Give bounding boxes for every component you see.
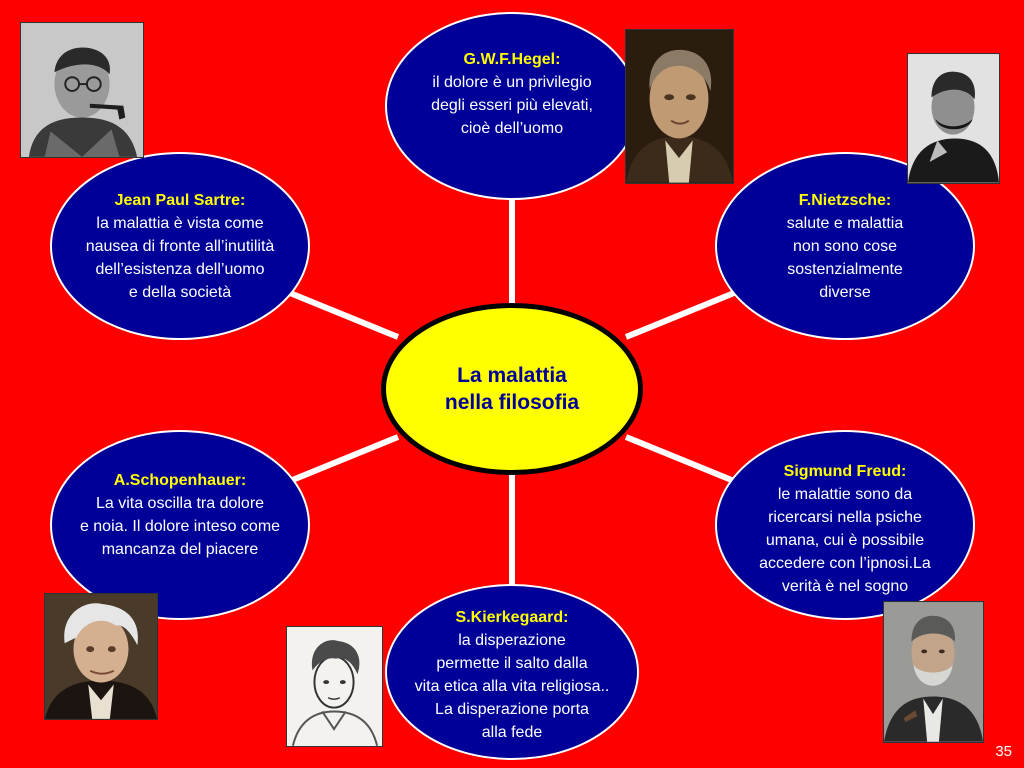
node-text-line: dell’esistenza dell’uomo	[95, 260, 265, 278]
portrait-sartre	[20, 22, 144, 158]
node-title: G.W.F.Hegel:	[463, 51, 561, 68]
node-text-line: degli esseri più elevati,	[431, 97, 593, 114]
node-title: A.Schopenhauer:	[113, 472, 247, 489]
spoke-sartre	[288, 290, 400, 340]
node-text-line: il dolore è un privilegio	[432, 74, 592, 91]
node-text-line: ricercarsi nella psiche	[768, 509, 922, 526]
portrait-photo-icon	[884, 602, 983, 742]
portrait-nietzsche	[907, 53, 1000, 184]
node-freud: Sigmund Freud: le malattie sono da ricer…	[715, 430, 975, 620]
node-text-line: La vita oscilla tra dolore	[95, 495, 265, 512]
node-text-line: diverse	[819, 283, 871, 301]
node-text-line: la malattia è vista come	[96, 214, 264, 232]
node-title: F.Nietzsche:	[798, 191, 892, 209]
node-title: Sigmund Freud:	[783, 463, 907, 480]
node-title: Jean Paul Sartre:	[114, 191, 246, 209]
node-kierkegaard: S.Kierkegaard: la disperazione permette …	[385, 584, 639, 760]
portrait-hegel	[625, 29, 734, 184]
page-number: 35	[995, 743, 1012, 760]
node-text-line: alla fede	[481, 724, 543, 741]
node-title: S.Kierkegaard:	[455, 609, 569, 626]
node-text-line: accedere con l’ipnosi.La	[759, 555, 931, 572]
node-text-line: permette il salto dalla	[436, 655, 588, 672]
node-text-line: la disperazione	[458, 632, 566, 649]
portrait-kierkegaard	[286, 626, 383, 747]
portrait-photo-icon	[45, 594, 157, 719]
portrait-photo-icon	[21, 23, 143, 157]
node-text-line: verità è nel sogno	[781, 578, 909, 595]
node-sartre: Jean Paul Sartre: la malattia è vista co…	[50, 152, 310, 340]
node-text-line: e della società	[128, 283, 232, 301]
node-schopenhauer: A.Schopenhauer: La vita oscilla tra dolo…	[50, 430, 310, 620]
portrait-schopenhauer	[44, 593, 158, 720]
node-text-line: nausea di fronte all’inutilità	[85, 237, 275, 255]
node-text-line: salute e malattia	[786, 214, 904, 232]
node-text-line: e noia. Il dolore inteso come	[79, 518, 281, 535]
node-text-line: La disperazione porta	[435, 701, 589, 718]
node-nietzsche: F.Nietzsche: salute e malattia non sono …	[715, 152, 975, 340]
spoke-schopenhauer	[288, 434, 400, 484]
node-text-line: vita etica alla vita religiosa..	[414, 678, 610, 695]
node-text-line: cioè dell’uomo	[460, 120, 564, 137]
central-topic: La malattia nella filosofia	[381, 303, 643, 475]
node-text-line: non sono cose	[792, 237, 898, 255]
spoke-freud	[624, 434, 736, 484]
node-text-line: mancanza del piacere	[101, 541, 259, 558]
node-text-line: sostenzialmente	[787, 260, 903, 278]
node-text-line: umana, cui è possibile	[765, 532, 925, 549]
central-topic-line: nella filosofia	[444, 391, 580, 414]
portrait-sketch-icon	[287, 627, 382, 746]
portrait-painting-icon	[626, 30, 733, 183]
portrait-freud	[883, 601, 984, 743]
spoke-nietzsche	[624, 290, 736, 340]
portrait-photo-icon	[908, 54, 999, 183]
node-hegel: G.W.F.Hegel: il dolore è un privilegio d…	[385, 12, 639, 200]
node-text-line: le malattie sono da	[777, 486, 913, 503]
central-topic-line: La malattia	[457, 364, 567, 387]
